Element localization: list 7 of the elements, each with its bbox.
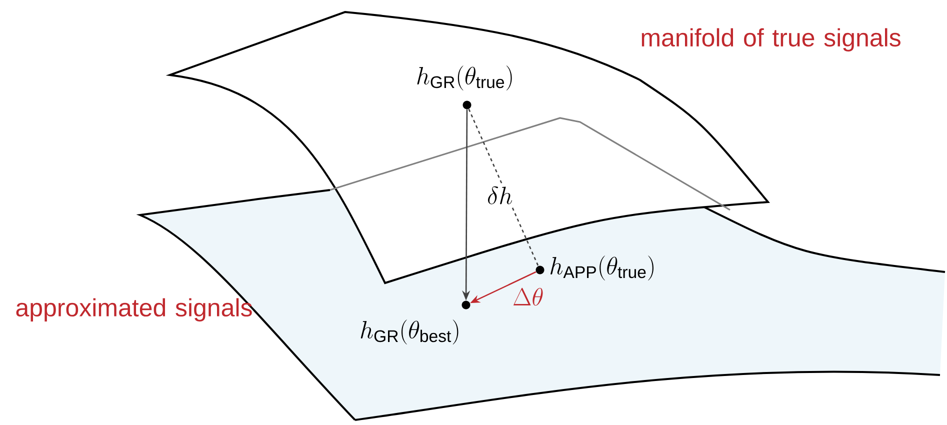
point-label: $h_{\mathrm{GR}}(\theta_{\mathrm{true}})$ (417, 66, 512, 90)
edge-label: $\Delta\theta$ (510, 286, 546, 308)
point-label: $h_{\mathrm{GR}}(\theta_{\mathrm{best}})$ (360, 320, 458, 344)
edge-label: $\delta h$ (485, 184, 515, 206)
point-label: $h_{\mathrm{APP}}(\theta_{\mathrm{true}})$ (550, 256, 654, 280)
surface-label: manifold of true signals (642, 28, 900, 52)
surface-label: approximated signals (16, 298, 252, 322)
